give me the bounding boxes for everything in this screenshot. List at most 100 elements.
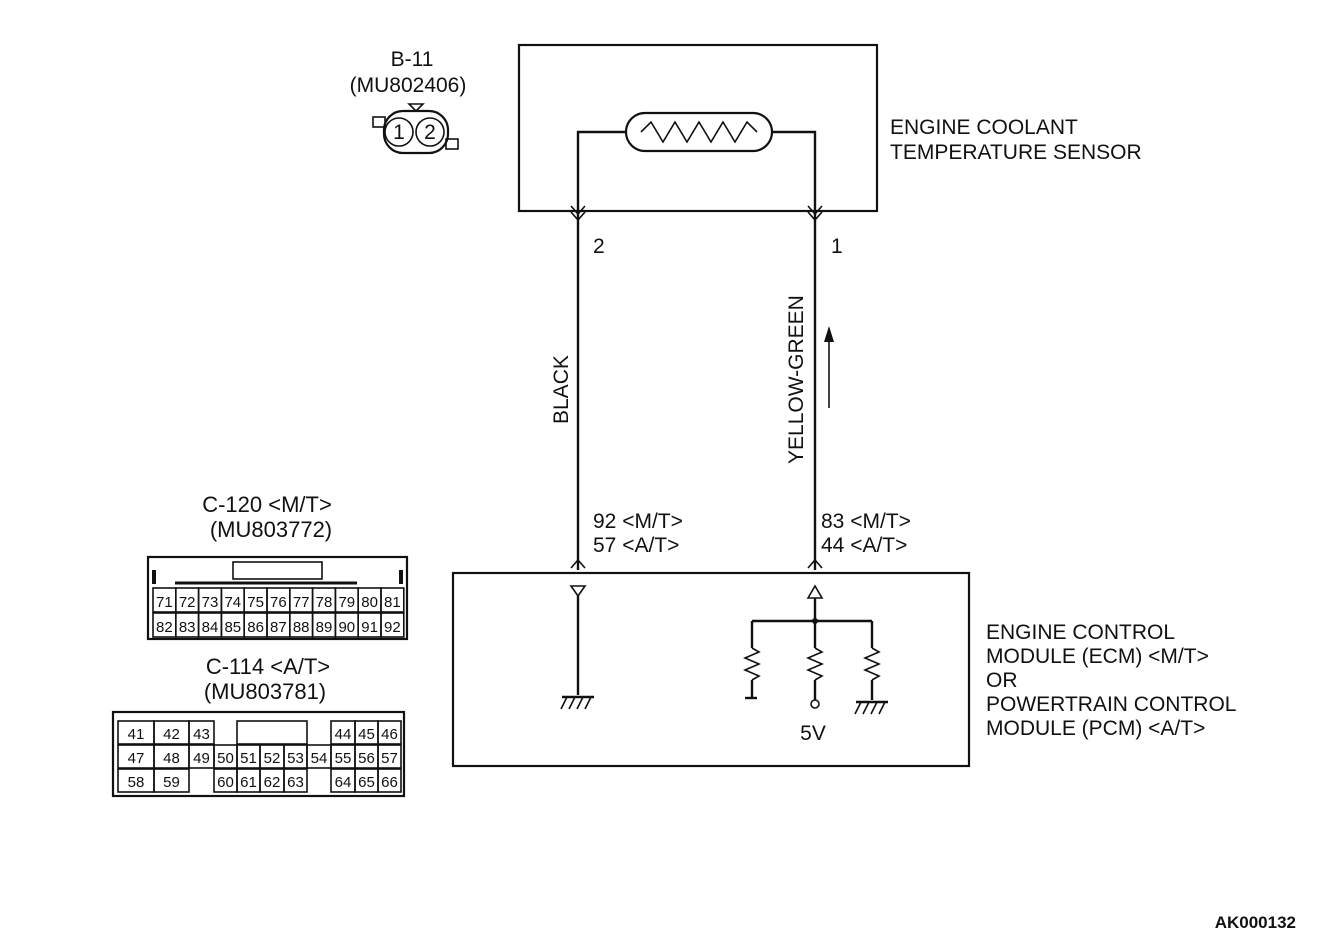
connector-pin-number: 73 xyxy=(202,594,219,611)
wire-black-color: BLACK xyxy=(550,355,573,424)
connector-pin-number: 42 xyxy=(163,726,180,743)
connector-pin-number: 87 xyxy=(270,619,287,636)
wire-black: 2 BLACK 92 <M/T> 57 <A/T> xyxy=(550,211,683,570)
connector-pin-cell: 84 xyxy=(197,612,223,638)
thermistor-icon xyxy=(624,111,774,153)
wire-yellow-green-ecm-at: 44 <A/T> xyxy=(821,534,907,557)
ground-icon xyxy=(854,700,888,715)
connector-pin-number: 79 xyxy=(338,594,355,611)
connector-pin-cell: 57 xyxy=(377,744,402,769)
connector-pin-number: 43 xyxy=(193,726,210,743)
connector-pin-number: 58 xyxy=(128,774,145,791)
ecm-supply-voltage: 5V xyxy=(800,722,826,745)
connector-pin-cell: 92 xyxy=(380,612,405,638)
connector-pin-number: 81 xyxy=(384,594,401,611)
sensor-label-line1: ENGINE COOLANT xyxy=(890,116,1078,139)
connector-pin-number: 75 xyxy=(247,594,264,611)
connector-b11-plug-icon xyxy=(372,103,459,155)
coolant-sensor: ENGINE COOLANT TEMPERATURE SENSOR xyxy=(517,43,1142,216)
connector-pin-number: 84 xyxy=(202,619,219,636)
ecm-ground-terminal xyxy=(560,585,594,710)
connector-pin-cell: 58 xyxy=(117,768,155,793)
connector-pin-cell: 65 xyxy=(354,768,379,793)
connector-b11-id: B-11 xyxy=(391,48,434,71)
connector-pin-cell: 52 xyxy=(259,744,285,769)
connector-pin-cell: 91 xyxy=(357,612,382,638)
connector-c120-housing xyxy=(146,555,409,641)
connector-pin-number: 47 xyxy=(128,750,145,767)
ecm-label-line3: OR xyxy=(986,669,1018,692)
connector-c114-part: (MU803781) xyxy=(204,679,326,704)
connector-pin-number: 82 xyxy=(156,619,173,636)
wire-yellow-green-pin: 1 xyxy=(831,235,843,258)
connector-pin-number: 71 xyxy=(156,594,173,611)
connector-pin-number: 63 xyxy=(287,774,304,791)
connector-pin-number: 46 xyxy=(381,726,398,743)
connector-pin-number: 51 xyxy=(240,750,257,767)
connector-c114-housing xyxy=(111,710,406,798)
connector-pin-number: 41 xyxy=(128,726,145,743)
connector-pin-cell: 74 xyxy=(220,587,245,613)
ecm-label-line5: MODULE (PCM) <A/T> xyxy=(986,717,1205,740)
connector-pin-number: 45 xyxy=(358,726,375,743)
connector-pin-cell: 61 xyxy=(236,768,261,793)
connector-pin-number: 89 xyxy=(316,619,333,636)
sensor-label-line2: TEMPERATURE SENSOR xyxy=(890,141,1142,164)
connector-pin-number: 85 xyxy=(224,619,241,636)
connector-pin-cell: 53 xyxy=(283,744,308,769)
connector-pin-number: 65 xyxy=(358,774,375,791)
connector-pin-cell: 78 xyxy=(311,587,337,613)
connector-pin-number: 88 xyxy=(293,619,310,636)
connector-pin-number: 62 xyxy=(264,774,281,791)
connector-pin-number: 64 xyxy=(335,774,352,791)
ecm-terminal-icon xyxy=(806,584,824,599)
connector-pin-cell: 71 xyxy=(152,587,177,613)
connector-pin-cell: 62 xyxy=(259,768,285,793)
connector-pin-cell: 72 xyxy=(175,587,200,613)
connector-pin-cell: 59 xyxy=(153,768,190,793)
connector-pin-number: 50 xyxy=(217,750,234,767)
connector-pin-cell: 47 xyxy=(117,744,155,769)
wire-yellow-green: 1 YELLOW-GREEN 83 <M/T> 44 <A/T> xyxy=(785,211,911,570)
connector-b11: B-11 (MU802406) 1 2 xyxy=(350,48,466,155)
connector-pin-number: 72 xyxy=(179,594,196,611)
ecm-label-line2: MODULE (ECM) <M/T> xyxy=(986,645,1209,668)
connector-pin-cell: 79 xyxy=(334,587,359,613)
connector-pin-cell: 46 xyxy=(377,720,402,745)
connector-pin-number: 80 xyxy=(361,594,378,611)
connector-pin-cell: 75 xyxy=(243,587,268,613)
wire-black-ecm-mt: 92 <M/T> xyxy=(593,510,683,533)
connector-pin-number: 60 xyxy=(217,774,234,791)
connector-pin-number: 74 xyxy=(224,594,241,611)
connector-pin-number: 77 xyxy=(293,594,310,611)
ecm-module: 5V ENGINE CONTROL MODULE (ECM) <M/T> OR … xyxy=(451,571,1236,768)
connector-pin-cell: 87 xyxy=(266,612,291,638)
connector-pin-number: 44 xyxy=(335,726,352,743)
connector-b11-pin2: 2 xyxy=(424,121,436,144)
ecm-box xyxy=(451,571,971,768)
resistor-center-icon xyxy=(805,621,825,709)
connector-pin-cell: 56 xyxy=(354,744,379,769)
connector-c114-blank-block xyxy=(236,720,308,745)
connector-pin-cell: 86 xyxy=(243,612,268,638)
connector-pin-cell: 73 xyxy=(197,587,223,613)
resistor-left-icon xyxy=(742,621,762,700)
wire-yellow-green-color: YELLOW-GREEN xyxy=(785,295,808,464)
wire-yellow-green-ecm-mt: 83 <M/T> xyxy=(821,510,911,533)
wire-black-ecm-at: 57 <A/T> xyxy=(593,534,679,557)
connector-pin-cell: 51 xyxy=(236,744,261,769)
connector-pin-cell: 81 xyxy=(380,587,405,613)
connector-pin-cell: 83 xyxy=(175,612,200,638)
connector-c114-id: C-114 <A/T> xyxy=(206,654,330,679)
connector-pin-number: 53 xyxy=(287,750,304,767)
connector-pin-cell: 48 xyxy=(153,744,190,769)
ground-icon xyxy=(560,695,594,710)
connector-pin-number: 92 xyxy=(384,619,401,636)
connector-pin-cell: 43 xyxy=(188,720,215,745)
connector-pin-cell: 60 xyxy=(213,768,238,793)
connector-pin-cell: 90 xyxy=(334,612,359,638)
